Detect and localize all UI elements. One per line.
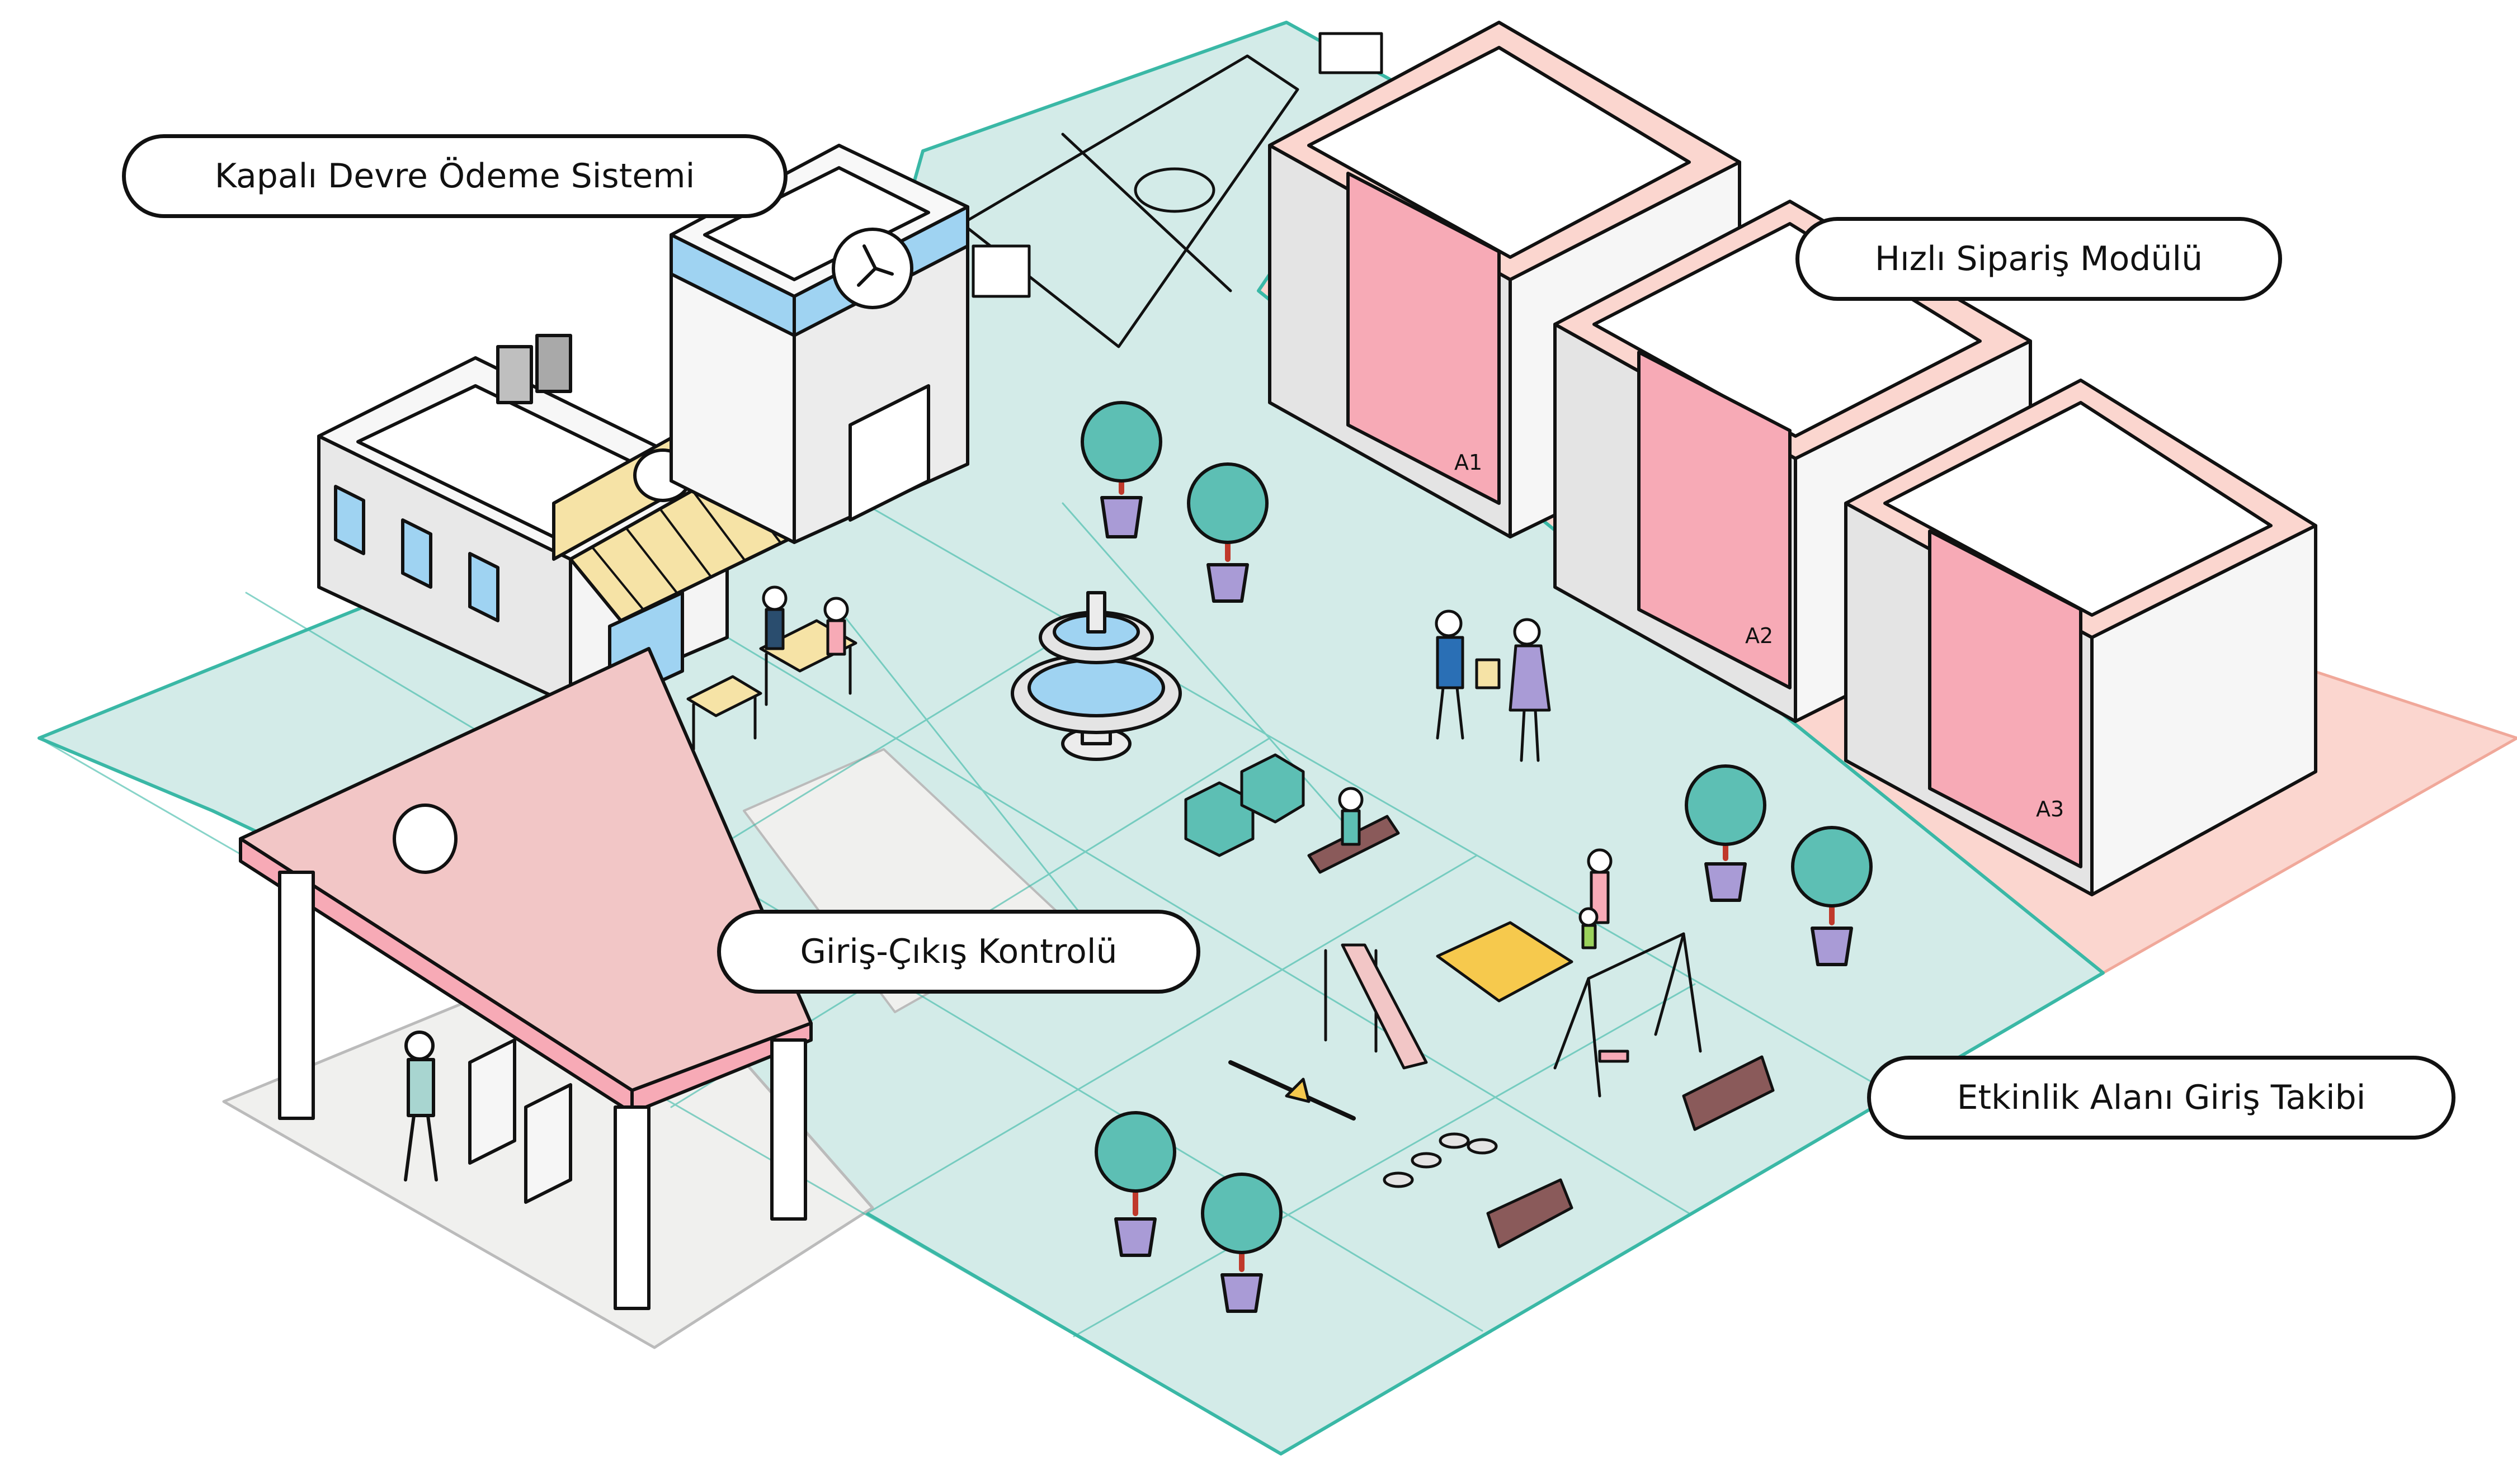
cafe-window-icon xyxy=(334,485,499,622)
slide-icon xyxy=(1324,943,1428,1070)
callout-event-tracking: Etkinlik Alanı Giriş Takibi xyxy=(1867,1056,2455,1140)
tree-icon xyxy=(1685,764,1766,902)
gym-building xyxy=(670,144,969,544)
seesaw-icon xyxy=(1228,1060,1356,1121)
building-label-a1: A1 xyxy=(1454,450,1482,475)
gym-runner-icon xyxy=(832,228,913,309)
fountain-icon xyxy=(1011,591,1182,761)
trees xyxy=(1081,401,1873,1313)
ac-unit-icon xyxy=(535,334,572,393)
person-icon xyxy=(823,597,849,656)
parent-child-icon xyxy=(1578,848,1613,949)
entrance-pavilion xyxy=(239,647,813,1310)
tree-icon xyxy=(1201,1173,1283,1313)
person-icon xyxy=(762,585,788,650)
goal-net-icon xyxy=(1318,32,1383,74)
shopping-bag-icon xyxy=(1475,658,1501,689)
turnstile-icon xyxy=(468,1038,572,1204)
tree-icon xyxy=(1095,1111,1176,1257)
goal-net-icon xyxy=(972,244,1031,298)
callout-payment-system: Kapalı Devre Ödeme Sistemi xyxy=(122,134,788,218)
pavilion-window xyxy=(393,804,458,874)
tree-icon xyxy=(1791,826,1873,966)
gym-door xyxy=(849,384,930,522)
cube-seats xyxy=(1184,753,1305,857)
cafe-seating xyxy=(686,585,857,751)
swing-icon xyxy=(1553,932,1702,1098)
building-label-a3: A3 xyxy=(2036,797,2064,821)
person-icon xyxy=(404,1031,438,1181)
callout-quick-order: Hızlı Sipariş Modülü xyxy=(1795,217,2282,301)
pavilion-column xyxy=(278,871,315,1120)
pavilion-column xyxy=(770,1038,807,1221)
tree-icon xyxy=(1187,462,1269,603)
ac-unit-icon xyxy=(496,345,533,404)
pavilion-column xyxy=(614,1105,651,1310)
person-icon xyxy=(1435,609,1464,740)
person-icon xyxy=(1338,787,1364,846)
stepping-stumps xyxy=(1383,1132,1498,1188)
soccer-field xyxy=(960,32,1383,348)
tree-icon xyxy=(1081,401,1162,538)
callout-access-control: Giriş-Çıkış Kontrolü xyxy=(717,910,1200,994)
shopping-couple xyxy=(1435,609,1551,762)
building-label-a2: A2 xyxy=(1745,623,1773,648)
person-icon xyxy=(1509,618,1551,762)
playground xyxy=(1228,848,1702,1188)
benches xyxy=(1307,787,1775,1249)
bench-icon xyxy=(1682,1055,1775,1131)
sandbox-icon xyxy=(1436,921,1573,1003)
building-a3: A3 xyxy=(1844,379,2317,896)
bench-icon xyxy=(1486,1178,1573,1249)
